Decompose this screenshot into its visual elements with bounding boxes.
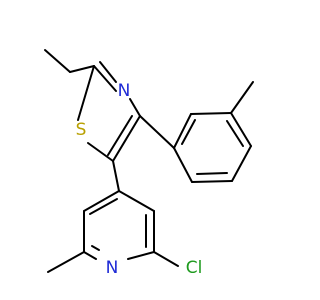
- bond-aryl-1: [173, 113, 192, 149]
- bond-pyr-6: [118, 190, 155, 212]
- bond-aryl-2: [190, 112, 232, 115]
- bond-aryl-6: [173, 147, 193, 183]
- bond-aryl-methyl: [230, 81, 254, 114]
- chemical-structure: S N N Cl: [44, 49, 254, 278]
- bond-c4-c5-inner: [107, 115, 133, 156]
- bond-ethyl-ch2: [69, 65, 95, 73]
- bond-pyr-1-inner: [89, 198, 118, 215]
- bond-aryl-5: [191, 180, 233, 183]
- bond-c5-s1: [87, 142, 114, 162]
- bond-pyr-4: [127, 251, 155, 260]
- bond-pyr-3: [83, 251, 97, 260]
- bond-c2-n3-double: [93, 65, 117, 92]
- atom-pyridine-nitrogen: N: [106, 258, 119, 278]
- bond-n3-c4: [129, 98, 141, 117]
- bond-pyr-3-inner: [91, 245, 100, 251]
- bond-layer: [44, 49, 254, 273]
- bond-c4-c5-double: [112, 115, 141, 162]
- bond-aryl-3: [230, 112, 252, 147]
- atom-chlorine: Cl: [186, 258, 203, 278]
- bond-aryl-1-inner: [181, 119, 196, 145]
- bond-aryl-5-inner: [196, 172, 228, 175]
- atom-sulfur: S: [76, 120, 87, 140]
- bond-c4-aryl: [139, 115, 175, 149]
- bond-s1-c2: [77, 65, 95, 121]
- bond-pyr-cl: [153, 251, 179, 267]
- bond-ethyl-ch3: [44, 49, 71, 73]
- structure-canvas: S N N Cl: [44, 49, 254, 278]
- bond-aryl-3-inner: [226, 120, 244, 147]
- bond-c2-n3-inner: [99, 61, 117, 83]
- atom-label-layer: S N N Cl: [76, 81, 203, 278]
- bond-c5-pyridine: [112, 160, 120, 192]
- bond-aryl-4: [231, 145, 252, 182]
- bond-pyr-methyl: [47, 251, 85, 273]
- bond-pyr-1: [83, 190, 120, 212]
- atom-thiazole-nitrogen: N: [118, 81, 131, 101]
